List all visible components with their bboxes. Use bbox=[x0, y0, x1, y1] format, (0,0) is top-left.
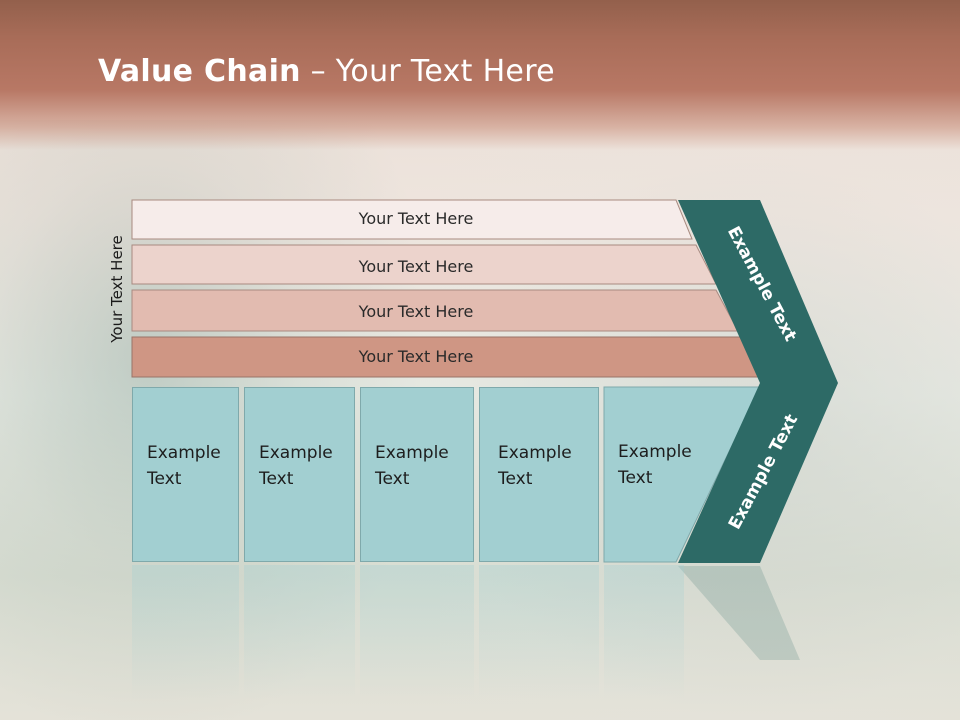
title-bold: Value Chain bbox=[98, 54, 301, 89]
title-banner bbox=[0, 0, 960, 150]
slide-title: Value Chain – Your Text Here bbox=[98, 54, 555, 89]
support-band-1-label: Your Text Here bbox=[358, 209, 474, 228]
primary-box-4-reflection bbox=[479, 565, 599, 715]
support-band-1 bbox=[131, 199, 693, 240]
support-band-2-label: Your Text Here bbox=[358, 257, 474, 276]
primary-box-3-reflection bbox=[360, 565, 474, 715]
primary-box-5-reflection bbox=[604, 565, 684, 715]
primary-box-2-reflection bbox=[244, 565, 355, 715]
margin-chevron bbox=[678, 200, 838, 563]
support-band-3-label: Your Text Here bbox=[358, 302, 474, 321]
support-band-4-label: Your Text Here bbox=[358, 347, 474, 366]
primary-box-1-reflection bbox=[132, 565, 239, 715]
title-rest: – Your Text Here bbox=[300, 54, 555, 89]
primary-box-5-shape bbox=[603, 386, 761, 563]
margin-chevron-reflection bbox=[678, 566, 800, 660]
